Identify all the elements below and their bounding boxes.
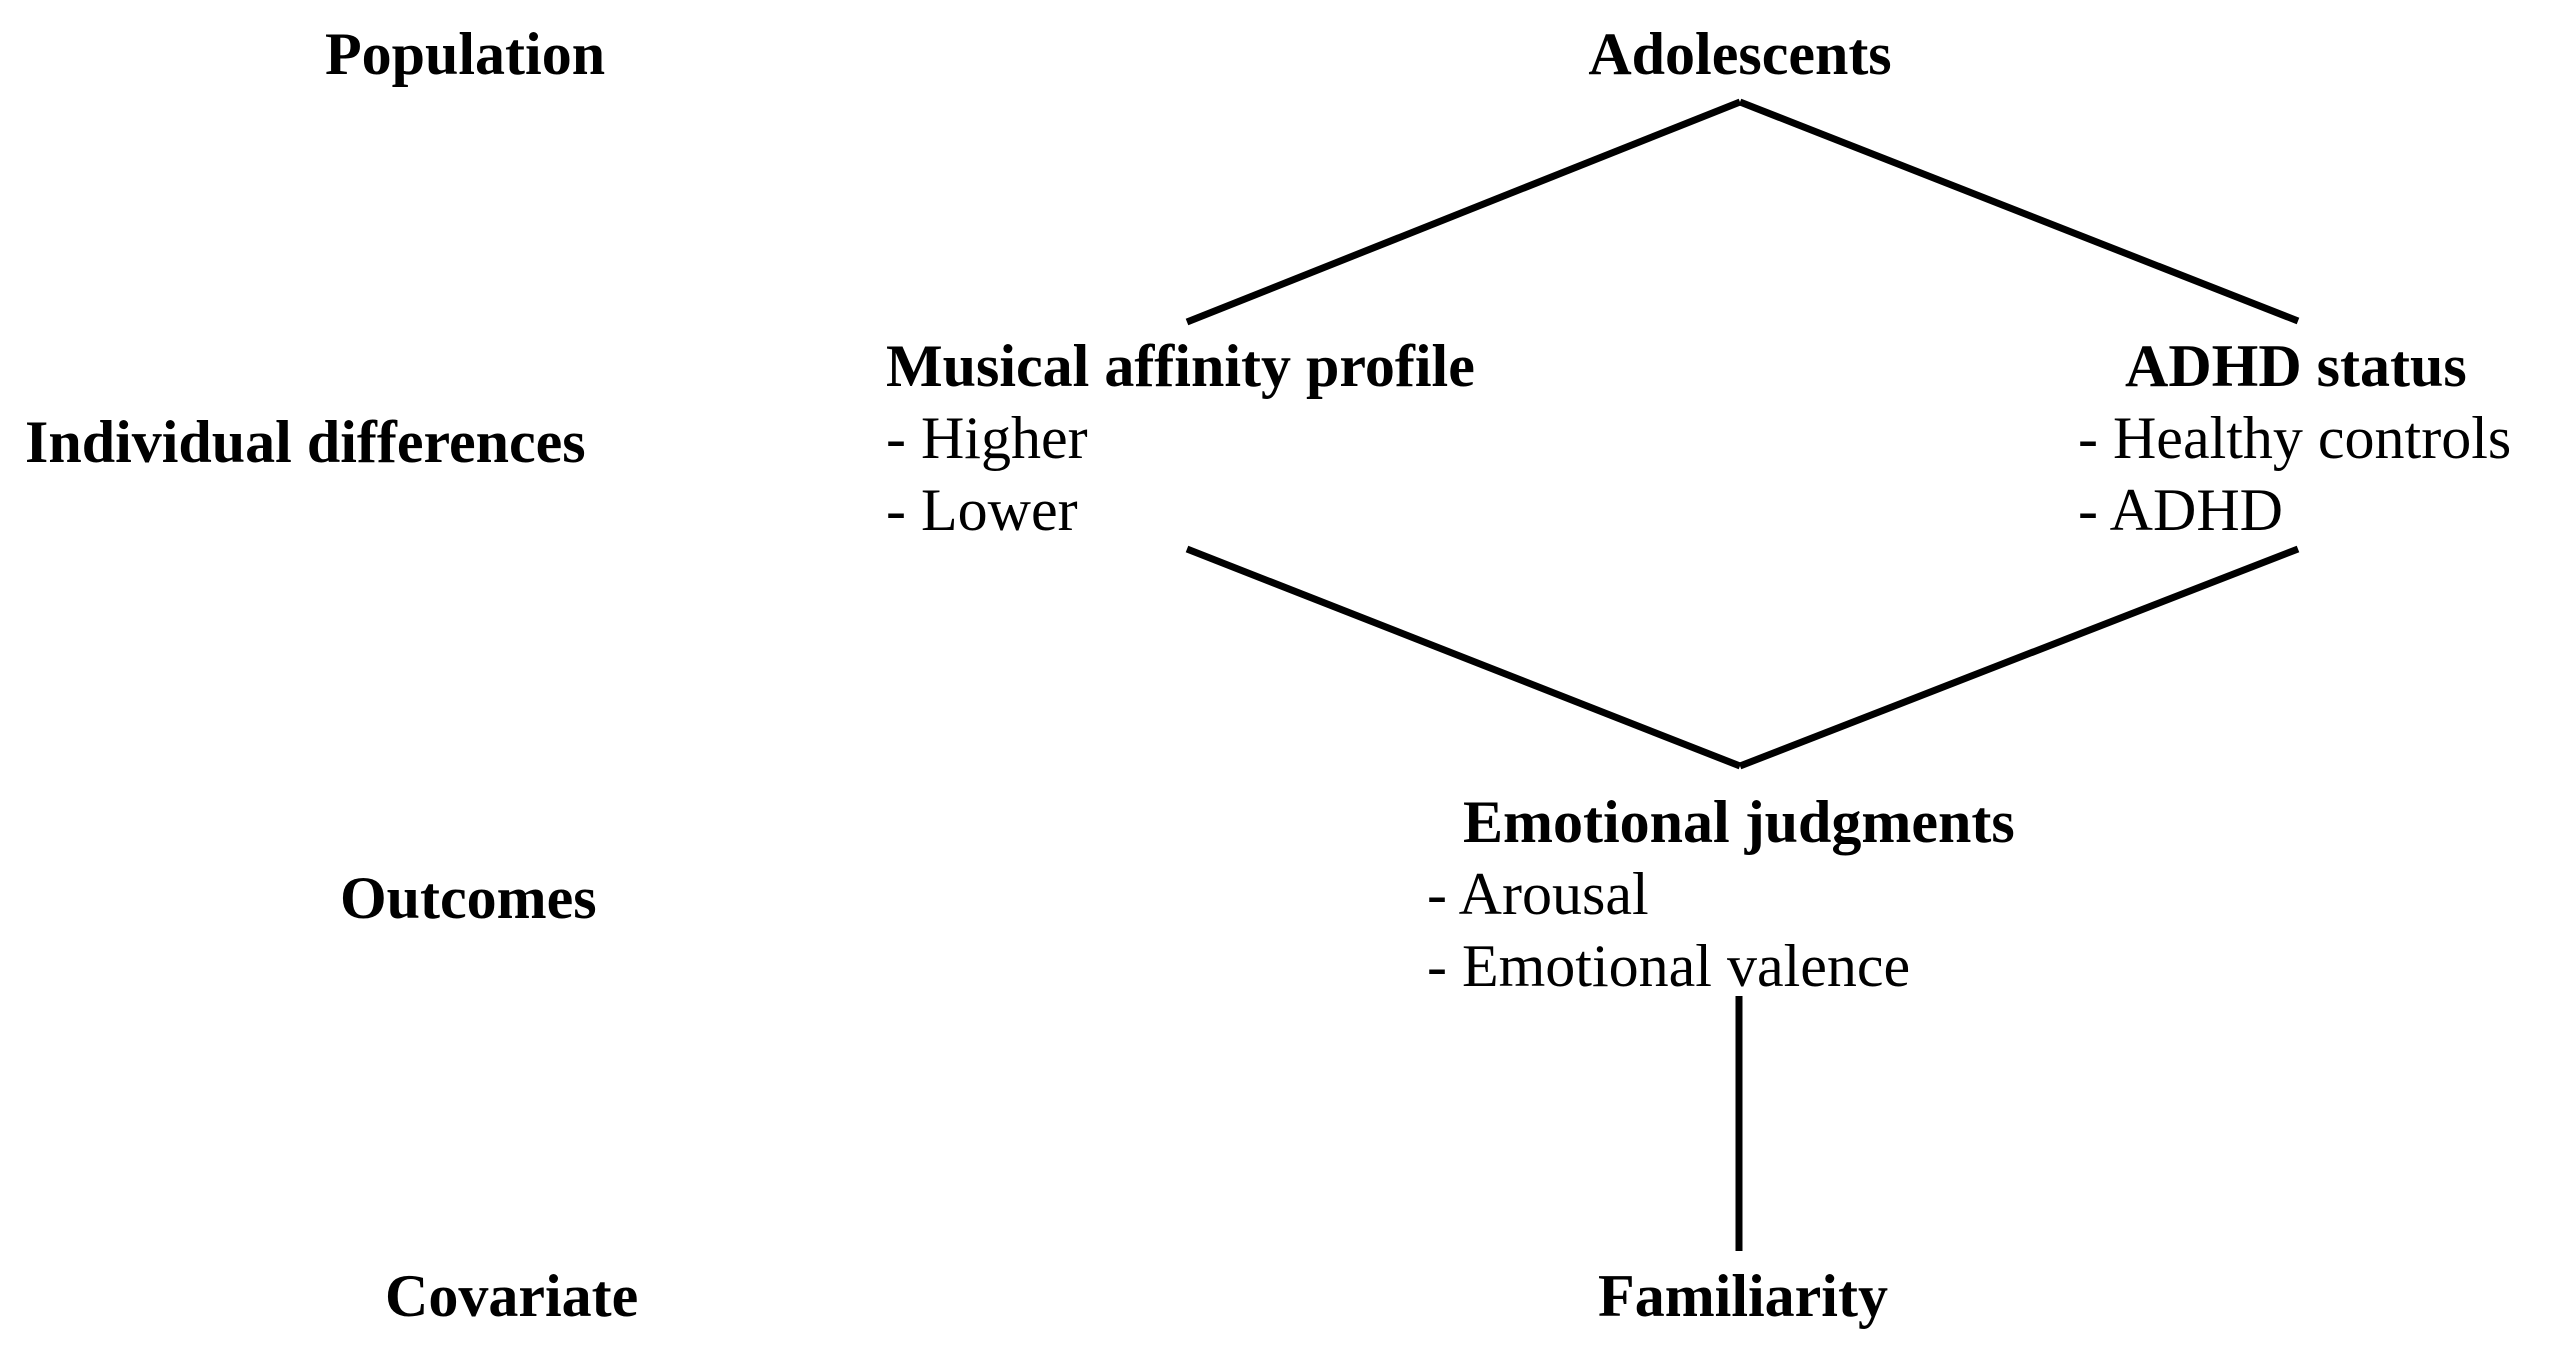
row-label-outcomes: Outcomes <box>340 865 597 931</box>
node-adhd-status-item-adhd: - ADHD <box>2078 477 2283 543</box>
edge-adhd-status-to-emotional-judgments <box>1738 545 2300 770</box>
node-musical-affinity-title: Musical affinity profile <box>886 333 1475 399</box>
node-emotional-judgments-item-emotional-valence: - Emotional valence <box>1427 933 1911 999</box>
node-emotional-judgments-title: Emotional judgments <box>1463 789 2015 855</box>
node-adhd-status-title: ADHD status <box>2125 333 2467 399</box>
row-label-individual-differences: Individual differences <box>25 409 586 475</box>
edge-musical-affinity-to-emotional-judgments <box>1185 545 1742 770</box>
node-musical-affinity-item-higher: - Higher <box>886 405 1088 471</box>
node-adhd-status-item-healthy-controls: - Healthy controls <box>2078 405 2512 471</box>
edge-adolescents-to-adhd-status <box>1738 98 2300 325</box>
edge-adolescents-to-musical-affinity <box>1185 98 1742 326</box>
node-musical-affinity-item-lower: - Lower <box>886 477 1078 543</box>
node-adolescents-title: Adolescents <box>1588 21 1892 87</box>
row-label-population: Population <box>325 21 606 87</box>
node-emotional-judgments-item-arousal: - Arousal <box>1427 861 1649 927</box>
node-familiarity-title: Familiarity <box>1598 1263 1888 1329</box>
row-label-covariate: Covariate <box>385 1263 639 1329</box>
